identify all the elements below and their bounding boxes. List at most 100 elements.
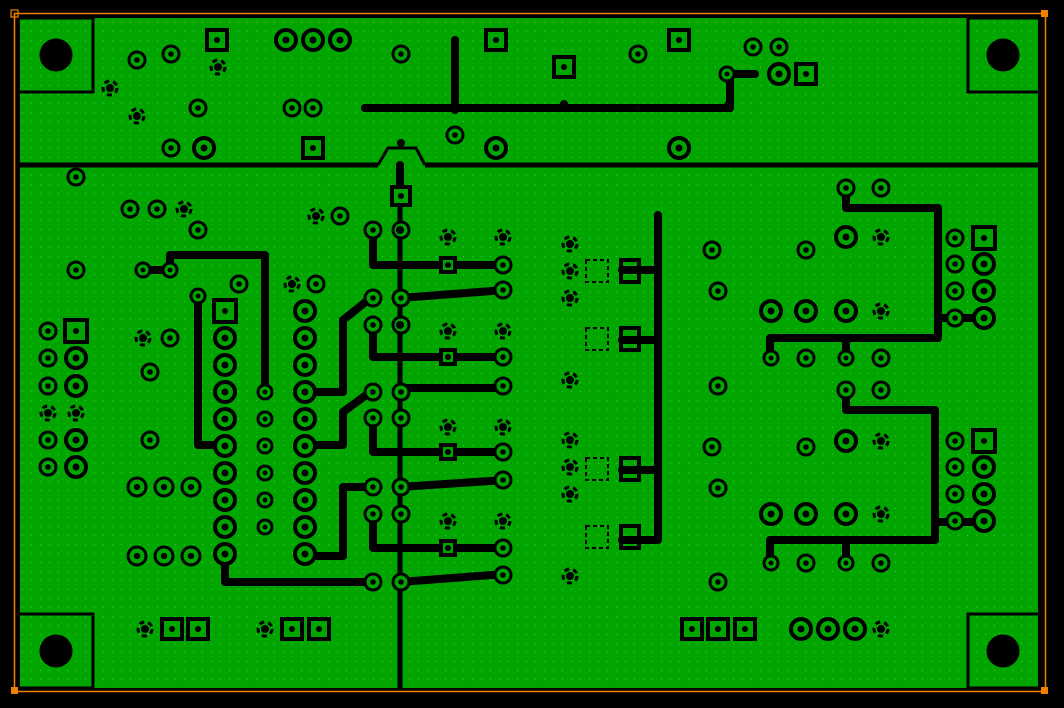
thermal-pad xyxy=(39,404,57,422)
drill-hole xyxy=(72,382,80,390)
drill-hole xyxy=(262,524,268,530)
drill-hole xyxy=(398,579,404,585)
drill-hole xyxy=(803,560,809,566)
drill-hole xyxy=(147,437,153,443)
drill-hole xyxy=(301,523,309,531)
thermal-pad xyxy=(494,512,512,530)
drill-hole xyxy=(301,334,309,342)
drill-hole xyxy=(133,552,141,560)
drill-hole xyxy=(160,483,168,491)
drill-hole xyxy=(981,438,987,444)
drill-hole xyxy=(952,464,958,470)
thermal-pad xyxy=(872,228,890,246)
drill-hole xyxy=(45,464,51,470)
drill-hole xyxy=(851,625,859,633)
thermal-pad xyxy=(256,620,274,638)
drill-hole xyxy=(500,572,506,578)
drill-hole xyxy=(500,545,506,551)
drill-hole xyxy=(45,437,51,443)
drill-hole xyxy=(154,206,160,212)
thermal-pad xyxy=(439,418,457,436)
drill-hole xyxy=(45,328,51,334)
drill-hole xyxy=(301,550,309,558)
drill-hole xyxy=(742,626,748,632)
drill-hole xyxy=(492,144,500,152)
drill-hole xyxy=(952,438,958,444)
drill-hole xyxy=(310,145,316,151)
drill-hole xyxy=(802,510,810,518)
thermal-pad xyxy=(101,79,119,97)
drill-hole xyxy=(878,185,884,191)
thermal-pad xyxy=(494,418,512,436)
smd-pads xyxy=(585,259,609,549)
drill-hole xyxy=(452,132,458,138)
drill-hole xyxy=(981,235,987,241)
pads xyxy=(38,28,997,641)
drill-hole xyxy=(724,71,730,77)
drill-hole xyxy=(398,415,404,421)
drill-hole xyxy=(262,416,268,422)
thermal-pad xyxy=(209,58,227,76)
drill-hole xyxy=(222,308,228,314)
drill-hole xyxy=(709,247,715,253)
drill-hole xyxy=(236,281,242,287)
drill-hole xyxy=(980,287,988,295)
drill-hole xyxy=(221,415,229,423)
drill-hole xyxy=(313,281,319,287)
drill-hole xyxy=(500,477,506,483)
drill-hole xyxy=(187,552,195,560)
drill-hole xyxy=(310,105,316,111)
drill-hole xyxy=(73,267,79,273)
drill-hole xyxy=(214,37,220,43)
board-outline xyxy=(13,12,1047,693)
corner-marker-tr[interactable] xyxy=(1041,10,1048,17)
drill-hole xyxy=(127,206,133,212)
drill-hole xyxy=(980,517,988,525)
drill-hole xyxy=(301,496,309,504)
drill-hole xyxy=(952,518,958,524)
drill-hole xyxy=(500,262,506,268)
drill-hole xyxy=(399,141,403,145)
drill-hole xyxy=(336,36,344,44)
drill-hole xyxy=(842,233,850,241)
drill-hole xyxy=(370,484,376,490)
corner-marker-tl[interactable] xyxy=(10,9,19,18)
drill-hole xyxy=(370,295,376,301)
drill-hole xyxy=(363,106,367,110)
drill-hole xyxy=(980,490,988,498)
drill-hole xyxy=(562,102,566,106)
corner-marker-bl[interactable] xyxy=(11,687,18,694)
drill-hole xyxy=(187,483,195,491)
drill-hole xyxy=(301,388,309,396)
drill-hole xyxy=(370,415,376,421)
drill-hole xyxy=(301,307,309,315)
drill-hole xyxy=(370,227,376,233)
drill-hole xyxy=(878,387,884,393)
thermal-pad xyxy=(136,620,154,638)
drill-hole xyxy=(952,315,958,321)
drill-hole xyxy=(221,361,229,369)
drill-hole xyxy=(262,470,268,476)
thermal-pad xyxy=(67,404,85,422)
drill-hole xyxy=(72,436,80,444)
drill-hole xyxy=(72,463,80,471)
drill-hole xyxy=(952,491,958,497)
thermal-pad xyxy=(283,275,301,293)
drill-hole xyxy=(803,71,809,77)
thermal-pad xyxy=(561,458,579,476)
drill-hole xyxy=(453,108,457,112)
drill-hole xyxy=(73,174,79,180)
drill-hole xyxy=(301,415,309,423)
drill-hole xyxy=(843,185,849,191)
drill-hole xyxy=(168,145,174,151)
drill-hole xyxy=(399,106,403,110)
drill-hole xyxy=(767,307,775,315)
drill-hole xyxy=(980,463,988,471)
corner-marker-br[interactable] xyxy=(1041,687,1048,694)
thermal-pad xyxy=(561,485,579,503)
thermal-pad xyxy=(561,289,579,307)
drill-hole xyxy=(262,389,268,395)
drill-hole xyxy=(500,354,506,360)
drill-hole xyxy=(768,355,774,361)
drill-hole xyxy=(398,484,404,490)
